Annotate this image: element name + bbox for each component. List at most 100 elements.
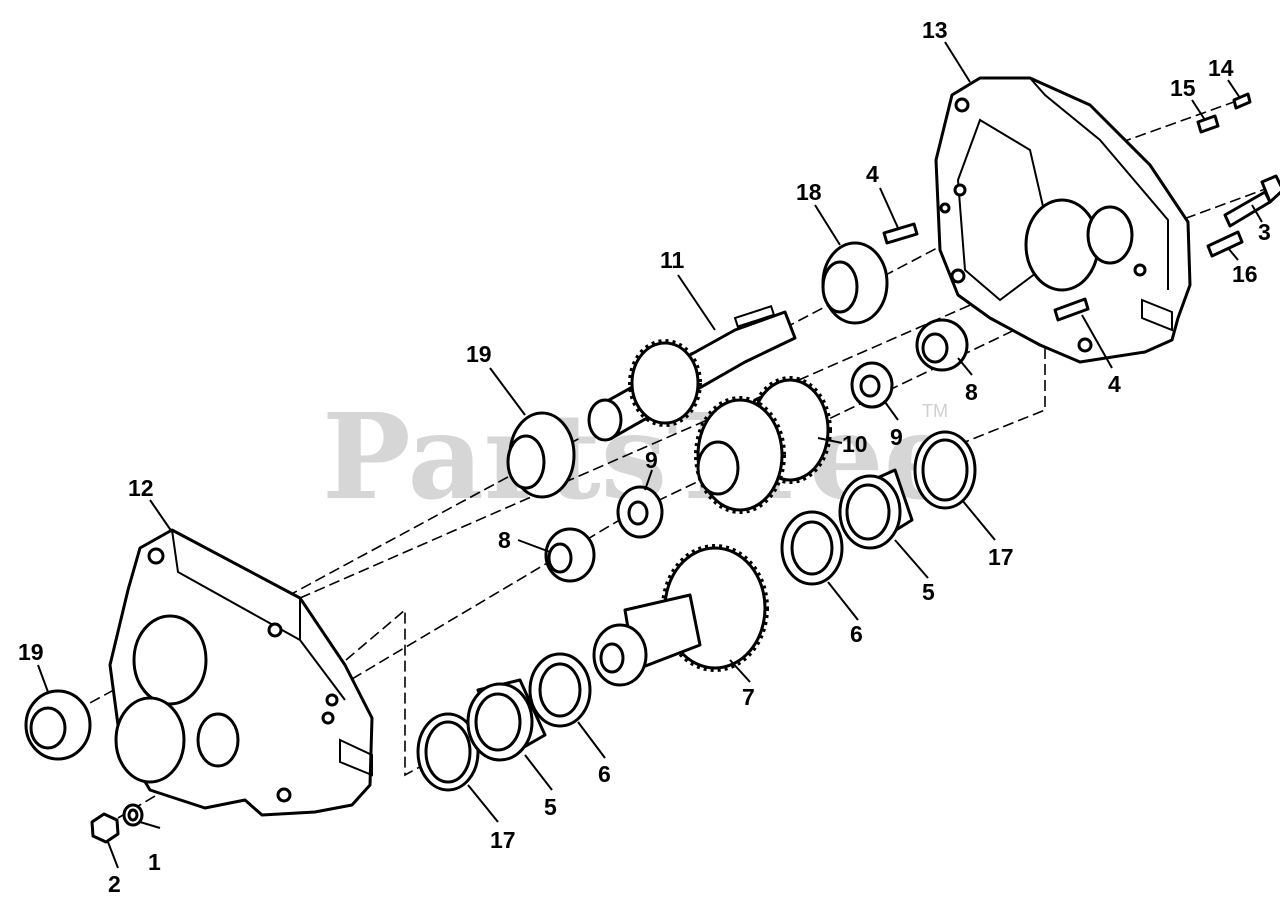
bolt-3-head bbox=[1260, 174, 1280, 204]
gear-10-rear-teeth bbox=[748, 376, 832, 484]
pin-15 bbox=[1196, 114, 1220, 134]
leader-5b bbox=[524, 754, 553, 791]
callout-16: 16 bbox=[1232, 261, 1258, 287]
housing-left-bolt-hole bbox=[147, 547, 165, 565]
leader-12 bbox=[149, 499, 173, 533]
housing-left-bolt-hole bbox=[276, 787, 292, 803]
callout-14: 14 bbox=[1208, 55, 1234, 81]
leader-5a bbox=[894, 539, 929, 579]
leader-6b bbox=[577, 721, 606, 759]
leader-13 bbox=[944, 41, 971, 83]
centerline-housing-bolt bbox=[299, 267, 1056, 599]
shaft-11-keyway bbox=[733, 304, 776, 328]
housing-right-bore-small bbox=[1086, 205, 1134, 265]
washer-1-hole bbox=[127, 808, 139, 822]
gear-10-hub bbox=[696, 440, 740, 496]
callout-9b: 9 bbox=[645, 447, 658, 473]
callout-8a: 8 bbox=[965, 379, 978, 405]
part-3-bolt bbox=[1223, 174, 1280, 228]
housing-right-slot bbox=[1141, 298, 1173, 332]
callout-3: 3 bbox=[1258, 219, 1271, 245]
callout-8b: 8 bbox=[498, 527, 511, 553]
part-16-pin bbox=[1206, 230, 1244, 258]
housing-right-bolt-hole bbox=[954, 97, 970, 113]
housing-left-slot bbox=[339, 738, 373, 777]
part-14-pin bbox=[1232, 92, 1252, 110]
leader-11 bbox=[677, 274, 716, 331]
housing-right-bolt-hole bbox=[939, 202, 951, 214]
ring-17-left-inner bbox=[424, 720, 472, 784]
housing-right-bolt-hole bbox=[953, 183, 967, 197]
callout-9a: 9 bbox=[890, 424, 903, 450]
part-10-cluster-gear bbox=[694, 376, 832, 514]
leader-9a bbox=[884, 401, 899, 421]
washer-9-upper-hole bbox=[859, 374, 881, 398]
leader-18 bbox=[814, 204, 841, 246]
part-19-bearing-upper bbox=[506, 411, 576, 499]
gear-10-front-teeth bbox=[694, 396, 786, 514]
bushing-8-lower-bore bbox=[547, 542, 573, 574]
housing-left-bolt-hole bbox=[321, 711, 335, 725]
gear-7-bore bbox=[599, 642, 625, 674]
part-8-bushing-upper bbox=[915, 318, 969, 372]
bearing-upper-bore bbox=[506, 434, 546, 490]
callout-17b: 17 bbox=[490, 827, 516, 853]
part-1-lock-washer bbox=[122, 803, 144, 827]
callout-10: 10 bbox=[842, 431, 868, 457]
leader-1 bbox=[139, 821, 161, 829]
centerline-upper-shaft bbox=[599, 214, 1001, 426]
bearing-18-bore bbox=[821, 260, 859, 314]
callout-1: 1 bbox=[148, 849, 161, 875]
pin-4-upper bbox=[882, 222, 919, 245]
pin-16 bbox=[1206, 230, 1244, 258]
callout-18: 18 bbox=[796, 179, 822, 205]
part-11-shaft bbox=[587, 304, 797, 442]
bearing-left-bore bbox=[29, 706, 67, 750]
part-18-bearing bbox=[821, 241, 889, 325]
leader-7 bbox=[729, 659, 751, 683]
callout-6a: 6 bbox=[850, 621, 863, 647]
part-2-nut bbox=[90, 812, 120, 844]
callout-4a: 4 bbox=[866, 161, 879, 187]
pin-14 bbox=[1232, 92, 1252, 110]
housing-right-flange-edge bbox=[1029, 77, 1169, 290]
leader-10 bbox=[817, 437, 843, 444]
part-6-washer-left bbox=[528, 652, 592, 728]
leader-4b bbox=[1081, 314, 1113, 369]
callout-5a: 5 bbox=[922, 579, 935, 605]
callout-17a: 17 bbox=[988, 544, 1014, 570]
part-9-washer-upper bbox=[850, 361, 894, 409]
part-5-race-right bbox=[838, 468, 914, 550]
leader-9b bbox=[644, 469, 653, 491]
leader-19a bbox=[489, 367, 526, 416]
part-8-bushing-lower bbox=[544, 527, 596, 583]
housing-left-flange-edge bbox=[171, 529, 346, 701]
part-9-washer-lower bbox=[616, 485, 664, 539]
part-7-gear-shaft bbox=[592, 544, 769, 687]
callout-7: 7 bbox=[742, 684, 755, 710]
washer-6-left-hole bbox=[538, 662, 582, 718]
housing-right-bolt-hole bbox=[950, 268, 966, 284]
shaft-11-pinion bbox=[630, 341, 700, 425]
callout-19a: 19 bbox=[466, 341, 492, 367]
callout-12: 12 bbox=[128, 475, 154, 501]
callout-19b: 19 bbox=[18, 639, 44, 665]
part-12-left-housing bbox=[108, 528, 374, 817]
housing-left-bore-lower bbox=[114, 696, 186, 784]
part-19-bearing-left bbox=[24, 689, 92, 761]
leader-3 bbox=[1251, 204, 1263, 223]
leader-19b bbox=[37, 664, 49, 693]
leader-4a bbox=[879, 187, 899, 229]
callout-2: 2 bbox=[108, 871, 121, 897]
part-6-washer-right bbox=[780, 510, 844, 586]
part-13-right-housing bbox=[934, 76, 1192, 364]
part-4-pin-upper bbox=[882, 222, 919, 245]
leader-lines bbox=[37, 41, 1263, 869]
pin-4-lower bbox=[1053, 297, 1090, 322]
part-17-ring-right bbox=[913, 430, 977, 510]
callout-13: 13 bbox=[922, 17, 948, 43]
callout-5b: 5 bbox=[544, 794, 557, 820]
leader-17b bbox=[467, 784, 499, 823]
nut-2 bbox=[90, 812, 120, 844]
